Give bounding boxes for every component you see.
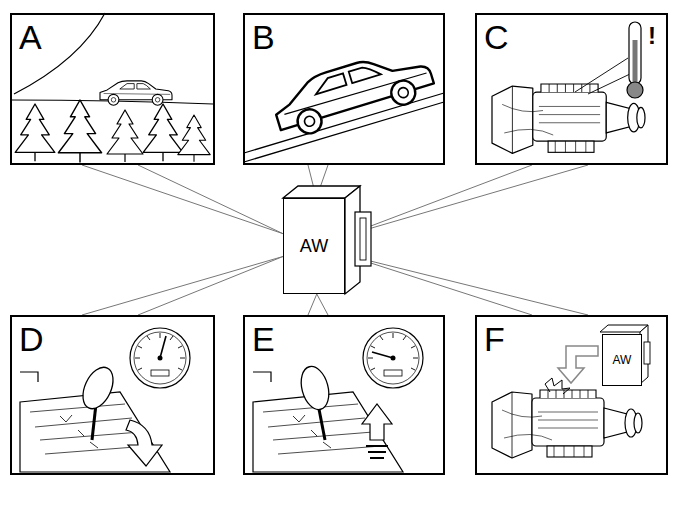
signal-wedge (345, 165, 588, 236)
tree-figure (143, 104, 183, 161)
panel-letter: C (484, 20, 509, 54)
down-arrow (126, 420, 162, 466)
panel-letter: E (252, 322, 275, 356)
scene-panel: E (243, 315, 445, 475)
scene-panel: B (243, 13, 445, 165)
scene-panel: D (10, 315, 215, 475)
transmission-figure (492, 390, 642, 458)
panel-letter: A (19, 20, 42, 54)
tree-figure (58, 100, 101, 162)
unit-connector-slot (360, 218, 366, 260)
control-unit-box: AW (602, 334, 642, 386)
tree-figure (15, 104, 55, 161)
tree-figure (178, 115, 210, 162)
speedometer (130, 328, 190, 388)
gear-lever-shaft (92, 404, 96, 440)
gear-lever-knob (77, 363, 119, 414)
up-arrow (362, 404, 392, 440)
signal-wedge (82, 165, 283, 234)
unit-connector (355, 212, 371, 266)
signal-wedge (308, 294, 328, 315)
scene-panel: F AW (475, 315, 668, 475)
thermometer-bulb (627, 82, 643, 98)
panel-letter: B (252, 20, 275, 54)
unit-connector (644, 342, 650, 364)
signal-wedge (82, 256, 283, 315)
scene-panel: A (10, 13, 215, 165)
hill-line (14, 13, 105, 94)
transmission-figure (492, 84, 645, 153)
panel-letter: D (19, 322, 44, 356)
unit-label: AW (613, 354, 632, 366)
unit-label: AW (300, 237, 328, 255)
speedometer-needle (372, 352, 393, 358)
scene-panel: C (475, 13, 668, 165)
car-figure (100, 81, 172, 105)
callout-wedge (575, 58, 630, 94)
spark-symbol (545, 378, 570, 394)
tree-figure (107, 110, 143, 162)
speedometer (363, 328, 423, 388)
gear-lever-knob (297, 363, 334, 412)
thermometer-fluid (633, 40, 638, 86)
signal-wedge (345, 255, 588, 315)
arrow-stripes (366, 446, 388, 458)
panel-letter: F (484, 322, 505, 356)
warning-mark: ! (648, 24, 656, 48)
speedometer-needle (160, 336, 166, 358)
control-unit-box: AW (283, 198, 345, 294)
car-figure (269, 43, 438, 141)
signal-arrow (558, 346, 598, 383)
